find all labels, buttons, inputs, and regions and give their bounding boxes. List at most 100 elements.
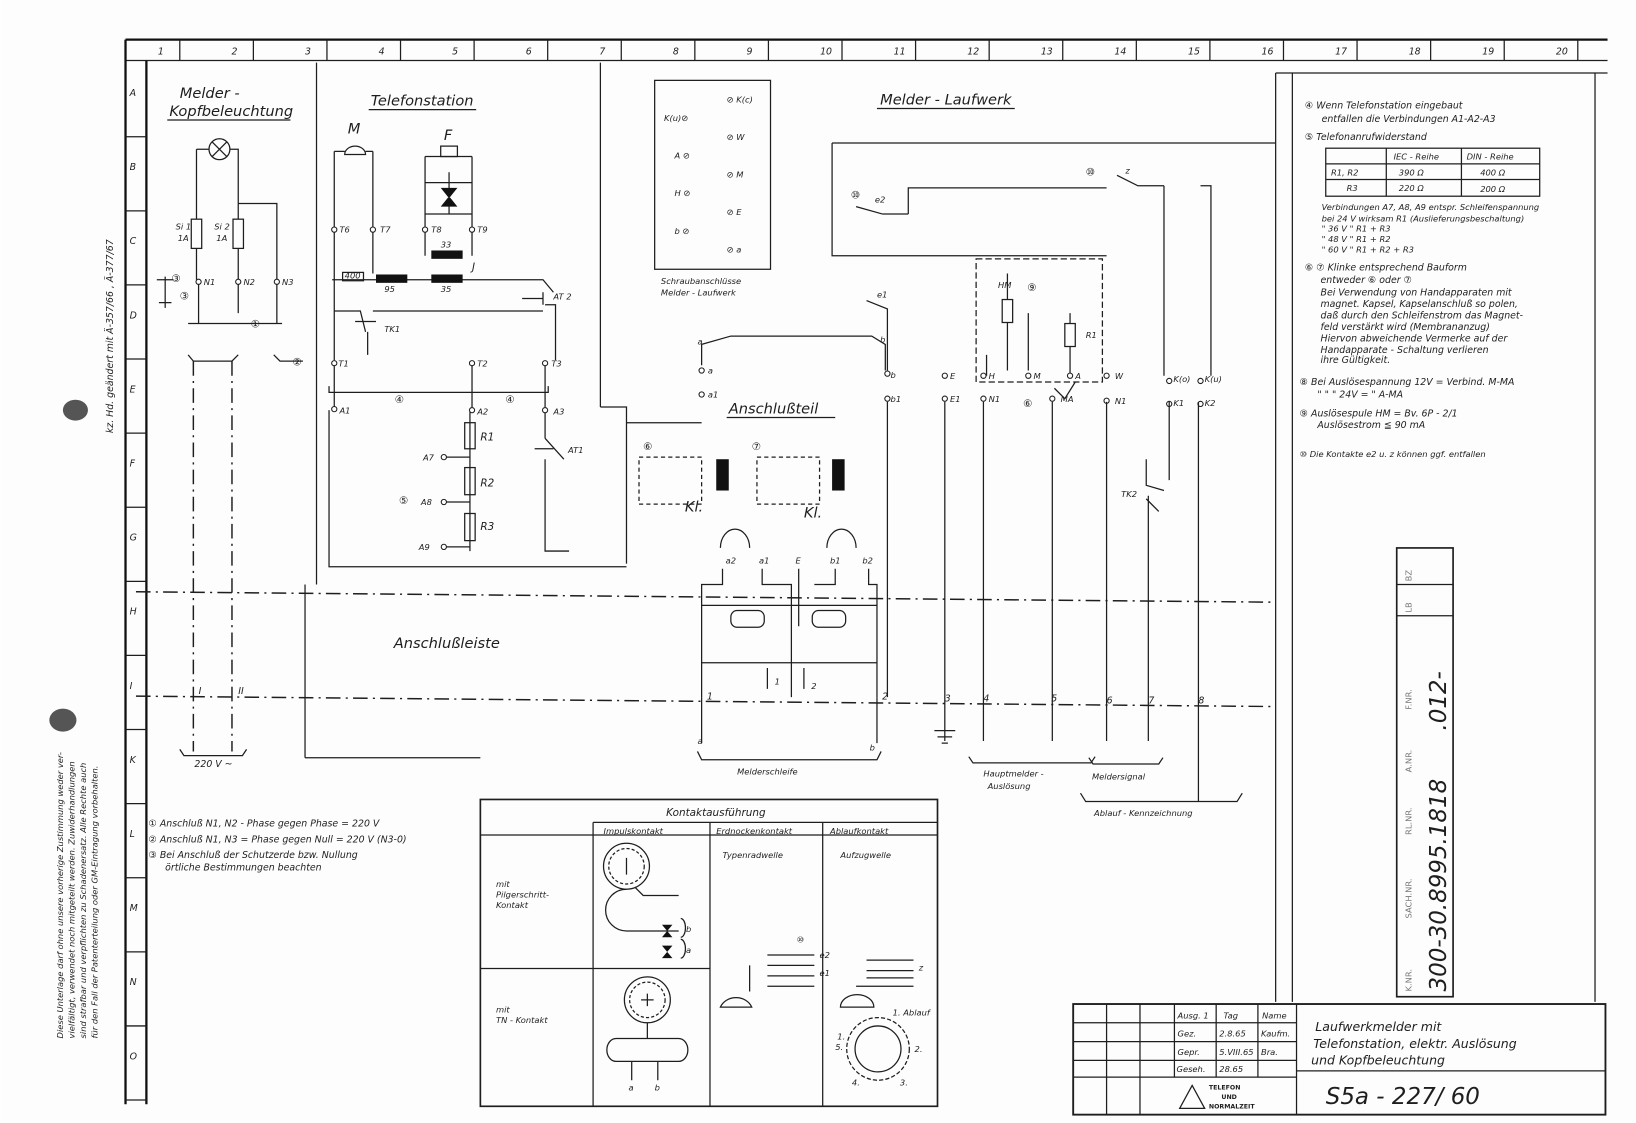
terminal-icon [1166,377,1173,385]
value-label: 35 [441,284,452,294]
notes-left: ① Anschluß N1, N2 - Phase gegen Phase = … [148,819,406,874]
resistor-label: R3 [480,521,494,533]
column-number: 6 [526,46,532,57]
section-title: Melder - [180,85,240,102]
note-line: ⑨ Auslösespule HM = Bv. 6P - 2/1 [1300,408,1458,419]
note-marker: ⑤ [399,495,408,507]
note-marker: ③ [180,291,189,303]
stamp-field-label: LB [1403,602,1413,613]
title-block-cell: Kaufm. [1261,1028,1290,1038]
terminal-label: E1 [950,394,961,404]
terminal-label: MA [1061,394,1074,404]
terminal-number: 1 [775,677,780,687]
column-number: 4 [379,46,385,57]
table-cell: 400 Ω [1480,167,1506,177]
terminal-label: A8 [420,497,432,507]
contact-label: TK1 [384,324,400,334]
coil-icon [431,250,463,259]
fuse-rating: 1A [178,233,189,243]
table-header: Erdnockenkontakt [716,826,793,836]
column-number: 14 [1114,46,1126,57]
value-label: 33 [441,239,452,249]
contact-spring-icon [661,924,673,959]
part-number: 300-30.8995.1818 [1426,779,1452,992]
sequence-label: 5. [835,1042,843,1052]
terminal-label: b2 [862,556,873,566]
group-label: Hauptmelder - [983,768,1043,778]
surge-arrester-icon [811,609,847,628]
terminal-label: T2 [477,358,487,368]
resistor-table: IEC - Reihe DIN - Reihe R1, R2 390 Ω 400… [1325,147,1541,197]
table-cell: 200 Ω [1480,184,1506,194]
note-line: entfallen die Verbindungen A1-A2-A3 [1322,114,1496,125]
terminal-number: 1 [707,691,713,702]
telefonstation-section: Telefonstation M F T6 T7 T8 T9 400 95 33… [304,62,627,759]
column-number: 3 [305,46,311,57]
note-marker: ⑥ [643,441,652,453]
terminal-label: I [199,686,202,697]
diode-icon [440,187,458,207]
column-number: 15 [1188,46,1200,57]
title-block: Ausg. 1 Tag Name Gez. 2.8.65 Kaufm. Gepr… [1072,1003,1607,1116]
screw-terminal: A ⊘ [673,151,689,161]
terminal-label: N2 [243,277,255,287]
column-number: 20 [1556,46,1568,57]
note-marker: ⑨ [1027,282,1036,294]
company-name: NORMALZEIT [1209,1103,1256,1110]
note-line: Bei Verwendung von Handapparaten mit [1321,287,1512,298]
stamp-field-label: BZ [1403,570,1413,582]
resistor-label: R2 [480,477,494,489]
row-letter: M [130,903,138,914]
terminal-number: 3 [945,693,951,704]
title-block-header: Tag [1223,1011,1238,1021]
terminal-label: K(o) [1173,374,1190,384]
note-line: Handapparate - Schaltung verlieren [1321,345,1489,356]
contact-label: e2 [820,950,830,960]
column-number: 12 [967,46,979,57]
coil-label: HM [998,280,1011,290]
sequence-label: 1. Ablauf [893,1008,931,1018]
terminal-label: a2 [726,556,736,566]
note-line: bei 24 V wirksam R1 (Auslieferungsbescha… [1322,213,1525,223]
disclaimer-line: Diese Unterlage darf ohne unsere vorheri… [55,752,65,1038]
terminal-icon [1049,395,1056,402]
company-name: TELEFON [1209,1085,1241,1092]
contact-type-table: Kontaktausführung Impulskontakt Erdnocke… [479,798,939,1108]
terminal-label: T9 [477,225,487,235]
terminal-label: A3 [552,406,564,416]
company-name: UND [1221,1094,1237,1101]
terminal-icon [980,372,987,379]
box-caption: Melder - Laufwerk [661,287,737,297]
resistor-icon [464,422,476,450]
jack-plug-icon [716,459,729,491]
screw-terminal: b ⊘ [674,226,689,236]
jack-icon [756,456,821,505]
stamp-field-label: F.NR. [1403,689,1413,709]
note-line: ③ Bei Anschluß der Schutzerde bzw. Nullu… [148,850,357,861]
jack-icon [638,456,703,505]
cell-caption: Typenradwelle [723,850,783,860]
note-line: entweder ⑥ oder ⑦ [1321,275,1412,286]
company-logo: TELEFON UND NORMALZEIT [1178,1084,1256,1110]
contact-label: a [686,945,691,955]
column-number: 9 [747,46,753,57]
note-line: Verbindungen A7, A8, A9 entspr. Schleife… [1322,202,1540,212]
note-line: ⑤ Telefonanrufwiderstand [1305,132,1427,143]
disclaimer-line: vielfältigt, verwendet noch mitgeteilt w… [66,761,76,1038]
terminal-icon [698,367,705,374]
table-cell: 390 Ω [1399,167,1425,177]
stamp-field-label: SACH.NR. [1403,879,1413,919]
terminal-label: K(u) [1205,374,1222,384]
terminal-label: A7 [422,452,435,462]
terminal-label: E [796,556,802,566]
cell-caption: Aufzugwelle [839,850,891,860]
row-letter: K [130,755,137,766]
terminal-number: 6 [1107,695,1113,706]
terminal-number: 5 [1051,693,1057,704]
contact-label: b [880,334,885,344]
ablauf-cam-icon [854,1025,902,1073]
note-line: " 48 V " R1 + R2 [1322,234,1391,244]
note-line: ihre Gültigkeit. [1321,355,1391,366]
note-marker: ③ [171,273,180,285]
terminal-label: b [870,742,875,752]
